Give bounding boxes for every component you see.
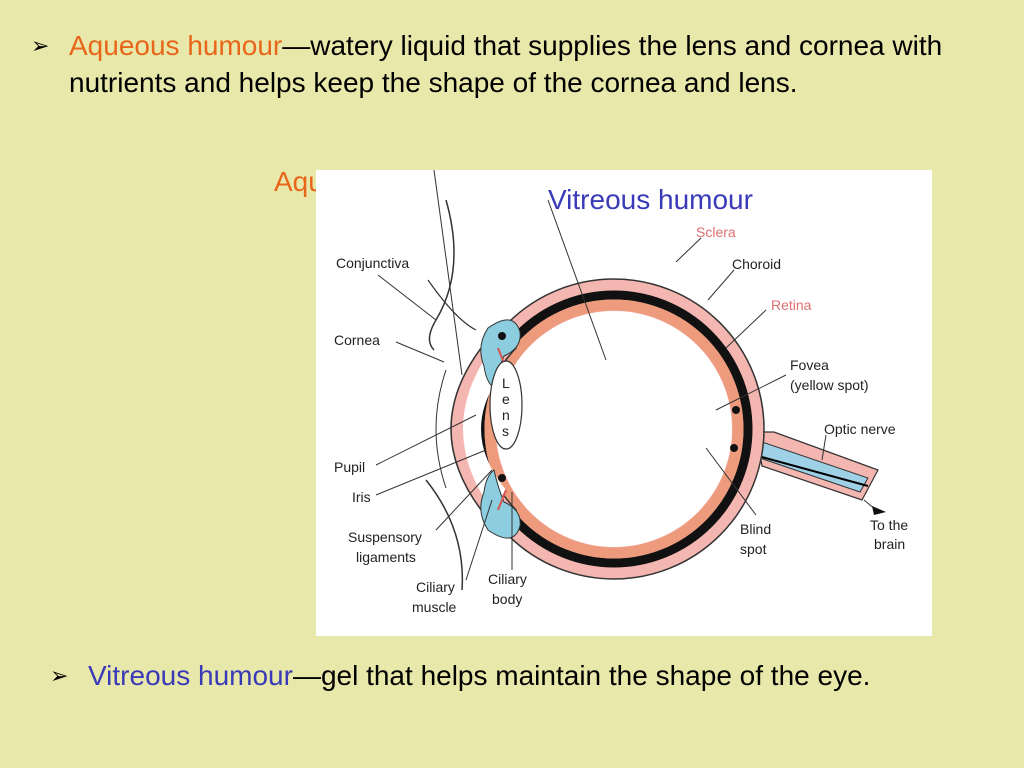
label-ciliary-body-2: body — [492, 591, 522, 607]
label-blind-spot-1: Blind — [740, 521, 771, 537]
term-aqueous-humour: Aqueous humour — [69, 30, 283, 61]
label-ciliary-body-1: Ciliary — [488, 571, 527, 587]
label-blind-spot-2: spot — [740, 541, 767, 557]
label-pupil: Pupil — [334, 459, 365, 475]
lens-letter-1: L — [502, 375, 510, 391]
callout-vitreous-humour: Vitreous humour — [548, 184, 753, 215]
lens-letter-4: s — [502, 423, 509, 439]
label-suspensory-2: ligaments — [356, 549, 416, 565]
label-ciliary-muscle-2: muscle — [412, 599, 457, 615]
term-vitreous-humour: Vitreous humour — [88, 660, 293, 691]
label-sclera: Sclera — [696, 224, 736, 240]
label-conjunctiva: Conjunctiva — [336, 255, 409, 271]
label-ciliary-muscle-1: Ciliary — [416, 579, 455, 595]
arrow-bullet-icon: ➢ — [31, 33, 50, 58]
definition-aqueous-humour: —watery liquid that supplies the lens an… — [69, 30, 943, 98]
eye-diagram: L e n s — [316, 170, 932, 636]
label-retina: Retina — [771, 297, 812, 313]
label-suspensory-1: Suspensory — [348, 529, 422, 545]
label-cornea: Cornea — [334, 332, 380, 348]
label-choroid: Choroid — [732, 256, 781, 272]
sclera-shape — [463, 278, 765, 580]
label-iris: Iris — [352, 489, 371, 505]
label-fovea-1: Fovea — [790, 357, 829, 373]
label-fovea-2: (yellow spot) — [790, 377, 869, 393]
bullet-vitreous-humour: ➢ Vitreous humour—gel that helps maintai… — [50, 657, 988, 694]
label-to-brain-1: To the — [870, 517, 908, 533]
label-to-brain-2: brain — [874, 536, 905, 552]
eye-diagram-svg: L e n s — [334, 170, 908, 615]
leader-lines — [375, 170, 877, 581]
lens-letter-2: e — [502, 391, 510, 407]
arrow-bullet-icon: ➢ — [50, 663, 69, 688]
lens-letter-3: n — [502, 407, 510, 423]
bullet-aqueous-humour: ➢ Aqueous humour—watery liquid that supp… — [31, 27, 989, 101]
label-optic-nerve: Optic nerve — [824, 421, 896, 437]
lens-shape: L e n s — [489, 360, 523, 450]
definition-vitreous-humour: —gel that helps maintain the shape of th… — [292, 660, 871, 691]
optic-nerve-shape — [735, 431, 879, 501]
